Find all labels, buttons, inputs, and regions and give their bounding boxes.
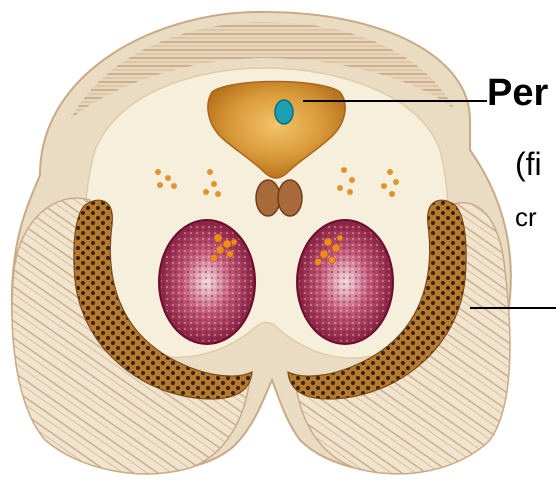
- right-red-nucleus-texture: [299, 222, 391, 342]
- label-periaqueductal: Per: [487, 72, 548, 115]
- left-red-nucleus-texture: [161, 222, 253, 342]
- oculomotor-nucleus-right: [278, 180, 302, 216]
- cerebral-aqueduct: [275, 100, 293, 124]
- label-line3: cr: [515, 202, 537, 233]
- oculomotor-nucleus-left: [256, 180, 280, 216]
- label-line2: (fi: [515, 146, 542, 183]
